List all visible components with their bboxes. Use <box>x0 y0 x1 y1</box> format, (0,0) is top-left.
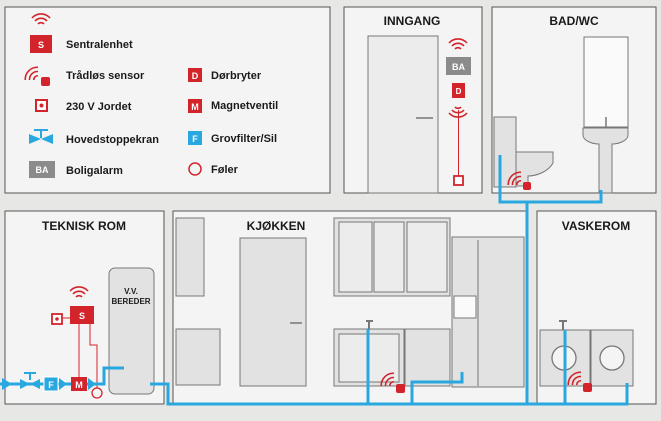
grounded-outlet-icon <box>35 99 48 112</box>
room-title-inngang: INNGANG <box>384 14 441 28</box>
legend-label-boligalarm: Boligalarm <box>66 165 123 177</box>
legend-label-coarse-filter: Grovfilter/Sil <box>211 133 277 145</box>
legend-label-sensor-probe: Føler <box>211 164 239 176</box>
legend-label-main-stopcock: Hovedstoppekran <box>66 134 159 146</box>
svg-text:M: M <box>191 102 199 112</box>
room-title-teknisk: TEKNISK ROM <box>42 219 126 233</box>
teknisk-main-stopcock-icon <box>20 372 40 389</box>
sentralenhet-icon: S <box>30 13 52 53</box>
teknisk-coarse-filter-icon: F <box>43 376 59 392</box>
main-stopcock-icon <box>29 129 53 144</box>
washing-machines <box>539 329 634 387</box>
sink <box>582 36 629 194</box>
legend-label-sentralenhet: Sentralenhet <box>66 39 133 51</box>
vaskerom-wireless-sensor-icon <box>564 368 592 392</box>
kitchen-faucet <box>366 320 373 330</box>
svg-text:D: D <box>456 87 462 96</box>
legend-label-solenoid-valve: Magnetventil <box>211 100 278 112</box>
legend-label-grounded-outlet: 230 V Jordet <box>66 101 132 113</box>
incoming-arrow-icon <box>2 378 12 390</box>
teknisk-wire-3 <box>89 324 98 388</box>
legend-label-door-switch: Dørbryter <box>211 70 262 82</box>
kjokken-wireless-sensor-icon <box>377 369 405 393</box>
svg-text:S: S <box>79 311 85 321</box>
svg-text:S: S <box>38 40 44 50</box>
legend-panel <box>4 6 331 194</box>
flow-arrow-2-icon <box>88 378 96 390</box>
kitchen-cabinets <box>175 217 525 388</box>
heater-label-line-1: V.V. <box>124 287 138 296</box>
teknisk-outlet-icon <box>51 313 63 325</box>
inngang-outlet-icon <box>453 175 464 186</box>
inngang-boligalarm-icon: BA <box>446 38 471 75</box>
svg-text:BA: BA <box>452 62 465 72</box>
legend-label-wireless-sensor: Trådløs sensor <box>66 70 145 82</box>
room-title-kjokken: KJØKKEN <box>247 219 306 233</box>
flow-arrow-icon <box>59 378 67 390</box>
door-switch-icon: D <box>188 68 202 82</box>
svg-text:M: M <box>75 380 83 390</box>
svg-text:F: F <box>192 134 198 144</box>
vaskerom-faucet <box>559 320 567 330</box>
room-title-bad: BAD/WC <box>549 14 599 28</box>
svg-text:BA: BA <box>36 165 49 175</box>
sensor-probe-icon <box>188 162 202 176</box>
bad-wireless-sensor-icon <box>504 168 531 191</box>
teknisk-sensor-probe-icon <box>91 387 103 399</box>
room-title-vaskerom: VASKEROM <box>562 219 630 233</box>
inngang-door-switch-icon: D <box>448 83 468 118</box>
wireless-sensor-icon <box>21 63 50 86</box>
teknisk-solenoid-valve-icon: M <box>71 377 87 391</box>
svg-text:F: F <box>48 380 54 390</box>
entrance-door <box>367 35 439 194</box>
coarse-filter-icon: F <box>188 131 202 145</box>
heater-label-line-2: BEREDER <box>111 297 150 306</box>
water-heater: V.V. BEREDER <box>108 267 155 395</box>
svg-text:D: D <box>192 71 199 81</box>
teknisk-sentralenhet-icon: S <box>69 286 94 324</box>
boligalarm-icon: BA <box>29 161 55 178</box>
solenoid-valve-icon: M <box>188 99 202 113</box>
